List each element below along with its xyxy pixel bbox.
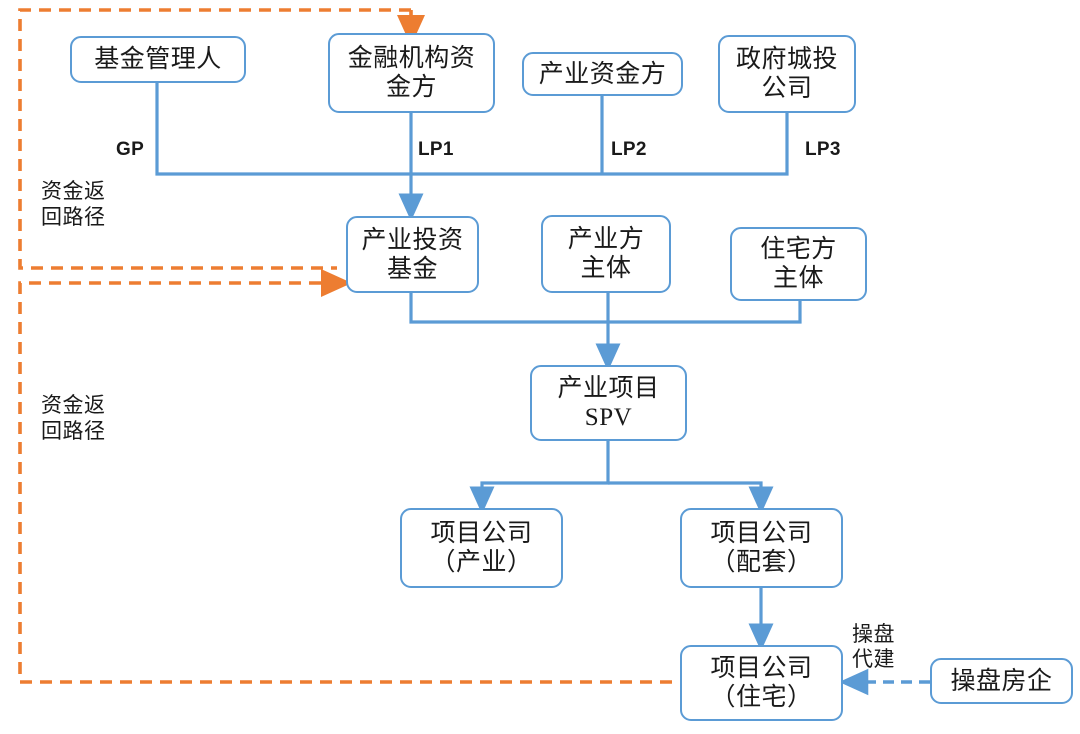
connector-gov-urban-inv-to-bus: [411, 113, 789, 176]
node-operating-developer[interactable]: 操盘房企: [930, 658, 1073, 704]
connector-return-path-lower: [18, 268, 672, 684]
edge-label-lp2: LP2: [611, 139, 647, 160]
node-residential-party[interactable]: 住宅方 主体: [730, 227, 867, 301]
node-industry-investor[interactable]: 产业资金方: [522, 52, 683, 96]
edge-label-gp: GP: [116, 139, 145, 160]
node-industry-fund[interactable]: 产业投资 基金: [346, 216, 479, 293]
edge-label-lp3: LP3: [805, 139, 841, 160]
node-gov-urban-investment[interactable]: 政府城投 公司: [718, 35, 856, 113]
connector-spv-to-projco-industry: [469, 441, 610, 515]
node-project-spv[interactable]: 产业项目 SPV: [530, 365, 687, 441]
node-projco-support[interactable]: 项目公司 （配套）: [680, 508, 843, 588]
label-operate-and-build: 操盘 代建: [852, 622, 895, 672]
connector-return-path-upper: [18, 8, 426, 270]
node-fund-manager[interactable]: 基金管理人: [70, 36, 246, 83]
edge-label-lp1: LP1: [418, 139, 454, 160]
connector-fund-to-spv-bus: [409, 293, 608, 324]
node-financial-investor[interactable]: 金融机构资 金方: [328, 33, 495, 113]
note-return-path-top: 资金返 回路径: [41, 179, 106, 230]
connector-residential-party-to-bus: [608, 301, 802, 324]
node-projco-residential[interactable]: 项目公司 （住宅）: [680, 645, 843, 721]
node-projco-industry[interactable]: 项目公司 （产业）: [400, 508, 563, 588]
node-industry-party[interactable]: 产业方 主体: [541, 215, 671, 293]
connector-fund-manager-to-bus: [155, 83, 411, 176]
connector-spv-to-projco-support: [608, 481, 774, 515]
note-return-path-bottom: 资金返 回路径: [41, 393, 106, 444]
